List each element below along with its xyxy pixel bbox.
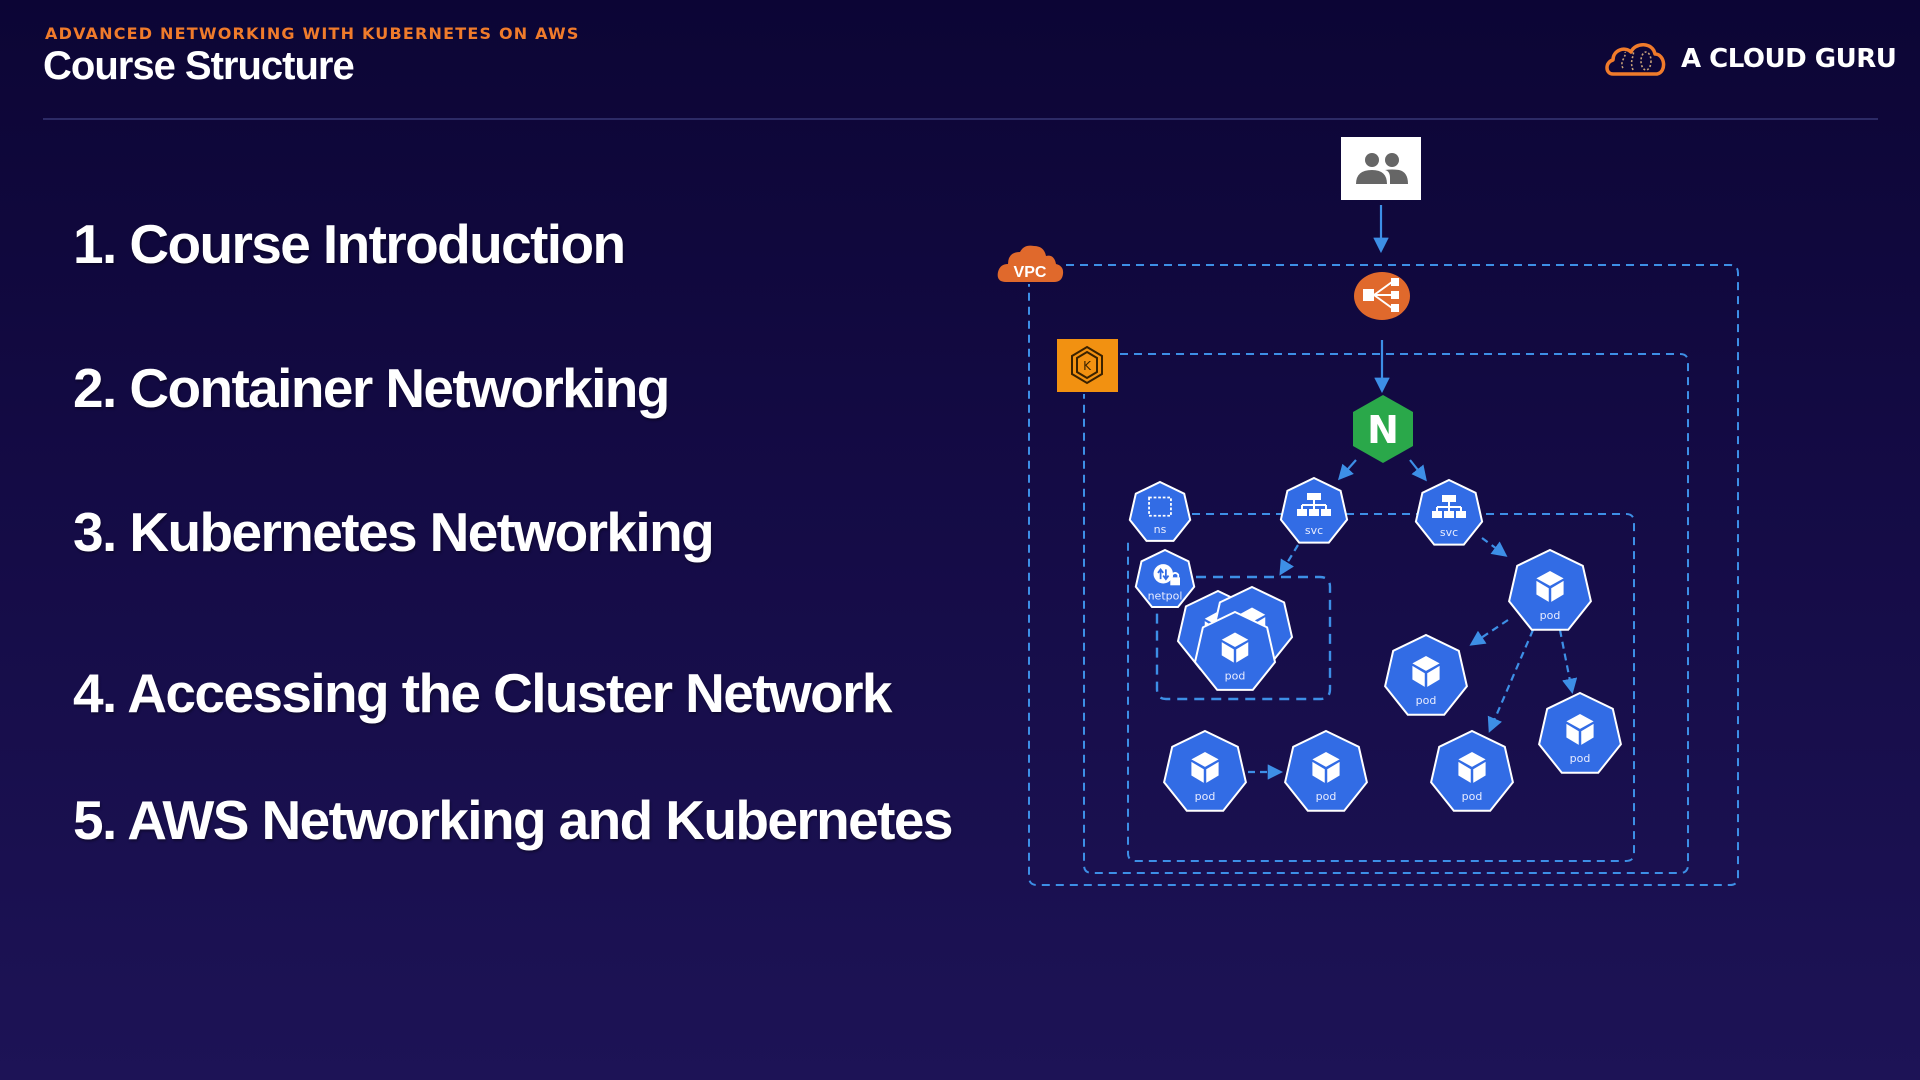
load-balancer-icon bbox=[1363, 278, 1399, 312]
pod-node-stacked-front: pod bbox=[1193, 610, 1277, 691]
service-node-2-label: svc bbox=[1440, 526, 1458, 539]
pod-node-label: pod bbox=[1316, 790, 1337, 803]
nginx-icon: N bbox=[1367, 408, 1399, 452]
service-node-1-label: svc bbox=[1305, 524, 1323, 537]
agenda-item: 1. Course Introduction bbox=[73, 213, 626, 275]
namespace-node: ns bbox=[1128, 480, 1192, 542]
network-policy-icon bbox=[1153, 564, 1180, 586]
eks-node: K bbox=[1057, 339, 1118, 392]
vpc-label: VPC bbox=[1014, 264, 1047, 281]
pod-node-label: pod bbox=[1570, 752, 1591, 765]
vpc-boundary bbox=[1028, 264, 1739, 886]
arrow-pod-to-pod-right bbox=[1558, 629, 1578, 695]
agenda-item: 3. Kubernetes Networking bbox=[73, 501, 715, 563]
pod-node-label: pod bbox=[1195, 790, 1216, 803]
agenda-item: 4. Accessing the Cluster Network bbox=[73, 662, 892, 724]
cloud-guru-logo-icon bbox=[1605, 43, 1666, 76]
eks-icon: K bbox=[1071, 345, 1103, 385]
network-policy-node-label: netpol bbox=[1148, 589, 1183, 602]
course-eyebrow: ADVANCED NETWORKING WITH KUBERNETES ON A… bbox=[45, 24, 580, 43]
arrow-pod-to-pod-left bbox=[1469, 619, 1509, 646]
vpc-badge: VPC bbox=[997, 245, 1064, 282]
namespace-boundary bbox=[1127, 513, 1635, 862]
network-policy-node: netpol bbox=[1134, 548, 1196, 608]
cloud-icon bbox=[997, 245, 1064, 282]
pod-node: pod bbox=[1430, 729, 1514, 812]
pod-node-label: pod bbox=[1462, 790, 1483, 803]
agenda-item: 5. AWS Networking and Kubernetes bbox=[73, 789, 953, 851]
arrow-svc2-to-pod bbox=[1481, 537, 1508, 557]
load-balancer-node bbox=[1354, 272, 1410, 320]
header-divider bbox=[43, 118, 1878, 120]
service-node-1: svc bbox=[1279, 476, 1349, 544]
pod-node: pod bbox=[1163, 729, 1247, 812]
users-icon bbox=[1356, 153, 1408, 184]
namespace-node-label: ns bbox=[1154, 523, 1167, 536]
pod-node: pod bbox=[1508, 548, 1592, 631]
brand-logo: A CLOUD GURU bbox=[1603, 38, 1897, 80]
svg-text:K: K bbox=[1083, 359, 1092, 373]
arrow-pod-to-pod-bottom bbox=[1487, 629, 1535, 733]
arrow-svc1-to-pods bbox=[1279, 544, 1299, 576]
pod-node: pod bbox=[1538, 691, 1622, 774]
ingress-controller-node: N bbox=[1353, 395, 1413, 463]
arrow-ingress-to-svc1 bbox=[1337, 459, 1357, 481]
arrow-ingress-to-svc2 bbox=[1409, 459, 1427, 482]
pod-node: pod bbox=[1284, 729, 1368, 812]
pod-node: pod bbox=[1384, 633, 1468, 716]
pod-node-label: pod bbox=[1540, 609, 1561, 622]
page-title: Course Structure bbox=[43, 44, 355, 88]
eks-cluster-boundary bbox=[1083, 353, 1689, 874]
pod-node-stacked-front-label: pod bbox=[1225, 670, 1246, 683]
pod-node-label: pod bbox=[1416, 694, 1437, 707]
brand-name: A CLOUD GURU bbox=[1681, 44, 1897, 74]
service-node-2: svc bbox=[1414, 478, 1484, 546]
agenda-item: 2. Container Networking bbox=[73, 357, 670, 419]
users-node bbox=[1341, 137, 1421, 200]
